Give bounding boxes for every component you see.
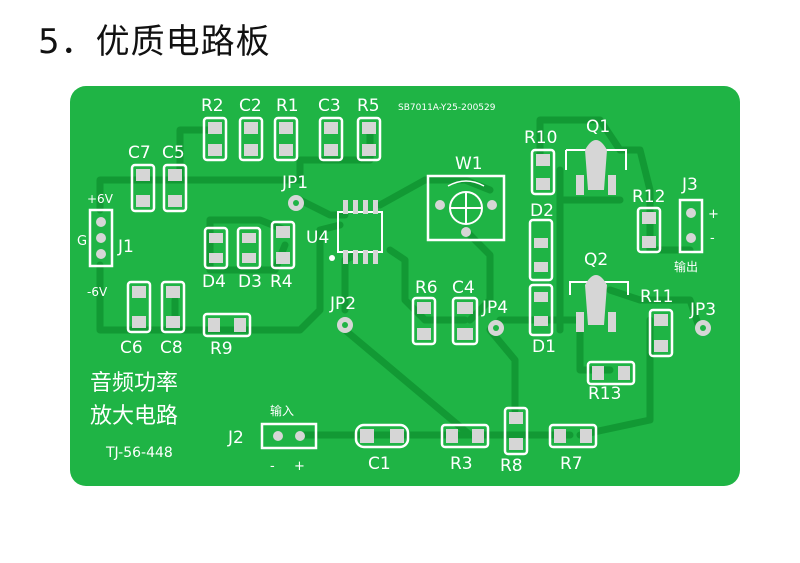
label-j2-plus: + [294,459,305,474]
label-r13: R13 [588,384,621,404]
footprint-r5 [356,116,382,162]
label-r6: R6 [415,278,438,298]
label-r4: R4 [270,272,293,292]
label-r7: R7 [560,454,583,474]
footprint-r3 [440,423,490,449]
label-r8: R8 [500,456,523,476]
transistor-q2 [569,275,629,332]
label-r10: R10 [524,128,557,148]
footprint-c7 [130,163,156,213]
footprint-r10 [530,148,556,196]
test-point-jp1 [288,195,304,211]
connector-j3 [678,198,704,254]
label-neg-supply: -6V [87,285,108,299]
connector-j1 [88,208,114,268]
footprint-c8 [160,280,186,334]
label-pos-supply: +6V [87,192,114,206]
footprint-d4 [203,226,229,270]
footprint-c3 [318,116,344,162]
label-j3: J3 [681,175,698,195]
label-c2: C2 [239,96,262,116]
footprint-r8 [503,406,529,456]
label-jp1: JP1 [281,173,308,193]
label-jp3: JP3 [689,300,716,320]
label-r9: R9 [210,339,233,359]
label-c3: C3 [318,96,341,116]
silkscreen-labels: R2 C2 R1 C3 R5 SB7011A-Y25-200529 C7 C5 … [77,96,719,476]
footprint-r7 [548,423,598,449]
connector-j2 [260,422,318,450]
footprint-r11 [648,308,674,358]
label-jp4: JP4 [481,298,508,318]
label-c5: C5 [162,143,185,163]
footprint-r6 [411,296,437,346]
label-c1: C1 [368,454,391,474]
board-title-line1: 音频功率 [90,371,178,396]
label-r1: R1 [276,96,299,116]
label-j3-plus: + [708,207,719,222]
label-r5: R5 [357,96,380,116]
label-j2-minus: - [270,459,275,474]
footprint-r9 [202,312,252,338]
label-u4: U4 [306,228,329,248]
label-j3-minus: - [710,231,715,246]
footprint-c5 [162,163,188,213]
test-point-jp2 [337,317,353,333]
footprint-d2 [528,218,554,282]
footprint-c6 [126,280,152,334]
label-r2: R2 [201,96,224,116]
label-c4: C4 [452,278,475,298]
label-ground: G [77,234,87,249]
board-model: TJ-56-448 [105,445,173,461]
test-point-jp3 [695,320,711,336]
footprint-r12 [636,206,662,254]
label-c8: C8 [160,338,183,358]
potentiometer-w1 [426,174,506,242]
test-points [288,195,711,336]
label-q2: Q2 [584,250,608,270]
smd-footprints [126,116,674,456]
footprint-r4 [270,220,296,270]
label-output: 输出 [674,259,698,274]
label-r11: R11 [640,287,673,307]
ic-u4 [329,200,383,264]
label-d1: D1 [532,337,556,357]
label-jp2: JP2 [329,294,356,314]
label-input: 输入 [270,403,294,418]
label-d4: D4 [202,272,226,292]
footprint-r1 [273,116,299,162]
label-r3: R3 [450,454,473,474]
footprint-r2 [202,116,228,162]
transistor-q1 [565,140,627,195]
footprint-c2 [238,116,264,162]
footprint-d1 [528,283,554,337]
test-point-jp4 [488,320,504,336]
label-d3: D3 [238,272,262,292]
label-d2: D2 [530,201,554,221]
footprint-c1 [354,423,410,449]
board-serial: SB7011A-Y25-200529 [398,103,496,113]
label-w1: W1 [455,154,483,174]
label-c7: C7 [128,143,151,163]
footprint-r13 [586,360,636,386]
label-c6: C6 [120,338,143,358]
page-heading: 5．优质电路板 [38,22,271,62]
footprint-c4 [451,296,479,346]
label-r12: R12 [632,187,665,207]
label-j2: J2 [227,428,244,448]
board-title-line2: 放大电路 [90,404,178,429]
label-q1: Q1 [586,117,610,137]
footprint-d3 [236,226,262,270]
label-j1: J1 [117,237,134,257]
